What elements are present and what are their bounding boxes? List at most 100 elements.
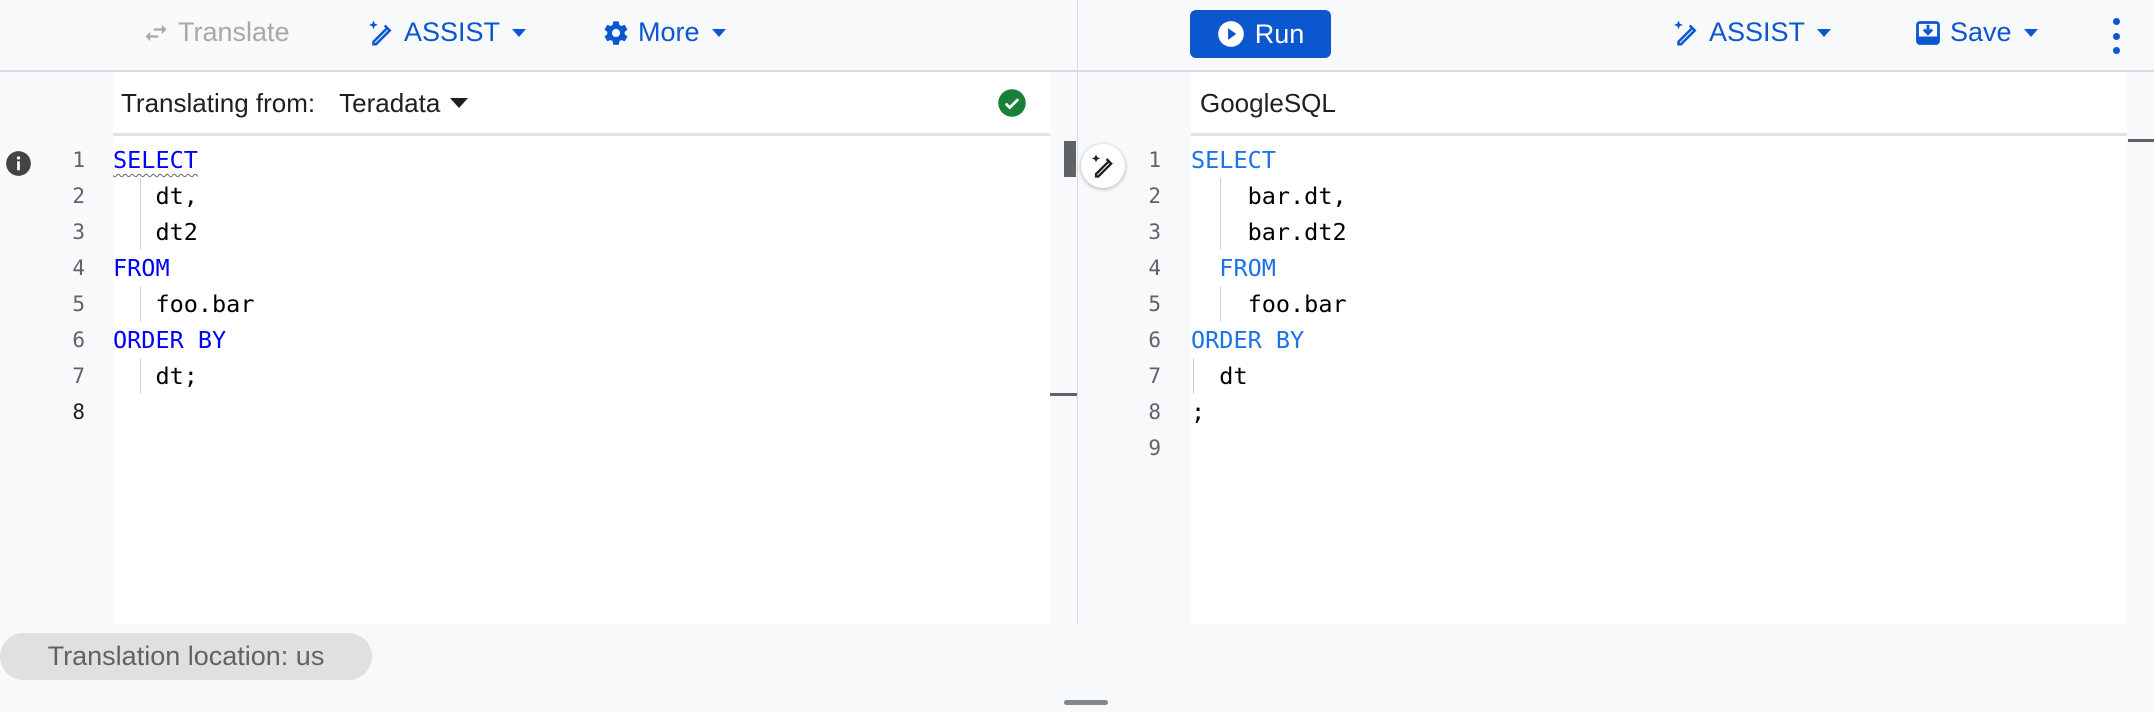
code-token: foo.bar [1191, 290, 1347, 318]
divider [1191, 133, 2127, 136]
overview-ruler-marker [1050, 393, 1077, 396]
source-dialect-value: Teradata [339, 87, 441, 118]
code-token: ; [1191, 398, 1206, 426]
indent-guide [1220, 178, 1221, 214]
line-number: 1 [1148, 148, 1161, 172]
magic-pen-icon [1091, 154, 1113, 178]
code-line: foo.bar [1191, 286, 1347, 322]
code-line: bar.dt2 [1191, 214, 1347, 250]
indent-guide [1220, 286, 1221, 322]
assist-label: ASSIST [1709, 17, 1806, 47]
sql-keyword: ORDER BY [1191, 326, 1305, 354]
code-token: dt, [113, 182, 198, 210]
caret-down-icon [711, 28, 726, 37]
indent-guide [140, 358, 141, 394]
translate-label: Translate [178, 17, 290, 47]
line-number: 9 [1148, 436, 1161, 460]
assist-button-target[interactable]: ASSIST [1671, 17, 1832, 48]
code-token: dt; [113, 362, 198, 390]
indent-guide [1193, 358, 1194, 394]
target-toolbar: Run ASSIST Save [1078, 0, 2154, 70]
line-number: 7 [1148, 364, 1161, 388]
caret-down-icon [450, 98, 469, 108]
save-label: Save [1950, 17, 2012, 47]
check-circle-icon [998, 89, 1026, 117]
save-button[interactable]: Save [1914, 17, 2038, 48]
divider [1078, 70, 2154, 72]
assist-label: ASSIST [404, 17, 501, 47]
indent-guide [140, 178, 141, 214]
line-number: 3 [72, 220, 85, 244]
line-number: 6 [72, 328, 85, 352]
caret-down-icon [2023, 28, 2038, 37]
code-line: ORDER BY [113, 322, 226, 358]
code-line: FROM [113, 250, 170, 286]
code-line: dt, [113, 178, 198, 214]
target-header: GoogleSQL [1191, 72, 2127, 134]
line-number: 8 [72, 400, 85, 424]
code-line: SELECT [113, 142, 198, 178]
pane-divider[interactable] [1077, 0, 1078, 624]
magic-pen-icon [1674, 20, 1697, 45]
target-dialect-label: GoogleSQL [1200, 87, 1336, 118]
source-dialect-select[interactable]: Teradata [339, 87, 469, 119]
line-number: 8 [1148, 400, 1161, 424]
divider [0, 70, 1077, 72]
translating-from-label: Translating from: [121, 87, 316, 118]
code-token: foo.bar [113, 290, 255, 318]
assist-button-source[interactable]: ASSIST [366, 17, 527, 48]
code-line: ; [1191, 394, 1205, 430]
translate-button[interactable]: Translate [142, 17, 290, 48]
code-line: dt2 [113, 214, 198, 250]
sql-keyword: SELECT [113, 146, 198, 174]
indent-guide [140, 286, 141, 322]
line-number: 2 [72, 184, 85, 208]
code-token: dt [1191, 362, 1248, 390]
code-line: SELECT [1191, 142, 1276, 178]
code-line: bar.dt, [1191, 178, 1347, 214]
run-label: Run [1254, 18, 1305, 49]
resize-handle[interactable] [1064, 700, 1108, 705]
swap-icon [145, 24, 167, 41]
caret-down-icon [512, 28, 527, 37]
line-number: 5 [72, 292, 85, 316]
magic-pen-icon [369, 20, 392, 45]
sql-keyword: FROM [1219, 254, 1276, 282]
line-number: 3 [1148, 220, 1161, 244]
code-token: dt2 [113, 218, 198, 246]
indent-guide [140, 214, 141, 250]
code-line: dt; [113, 358, 198, 394]
line-number: 6 [1148, 328, 1161, 352]
info-icon[interactable] [5, 150, 32, 177]
line-number: 5 [1148, 292, 1161, 316]
divider [113, 133, 1050, 136]
overview-ruler-marker [2128, 139, 2154, 142]
code-token [1191, 254, 1219, 282]
line-number: 4 [1148, 256, 1161, 280]
sql-keyword: ORDER BY [113, 326, 227, 354]
code-line: ORDER BY [1191, 322, 1304, 358]
source-scrollbar[interactable] [1064, 141, 1076, 177]
sql-keyword: SELECT [1191, 146, 1276, 174]
source-header: Translating from: Teradata [113, 72, 1050, 134]
play-circle-icon [1217, 21, 1244, 47]
sql-keyword: FROM [113, 254, 170, 282]
translation-location-label: Translation location: us [47, 641, 325, 671]
code-line: foo.bar [113, 286, 254, 322]
assist-inline-button[interactable] [1081, 144, 1125, 188]
more-button[interactable]: More [602, 17, 726, 48]
code-line: dt [1191, 358, 1248, 394]
more-vert-icon[interactable] [2108, 18, 2124, 54]
translation-location-chip[interactable]: Translation location: us [0, 633, 372, 680]
source-toolbar: Translate ASSIST More [0, 0, 1077, 70]
line-number: 4 [72, 256, 85, 280]
run-button[interactable]: Run [1190, 10, 1331, 58]
indent-guide [1220, 214, 1221, 250]
more-label: More [638, 17, 700, 47]
code-line: FROM [1191, 250, 1276, 286]
code-token: bar.dt2 [1191, 218, 1347, 246]
